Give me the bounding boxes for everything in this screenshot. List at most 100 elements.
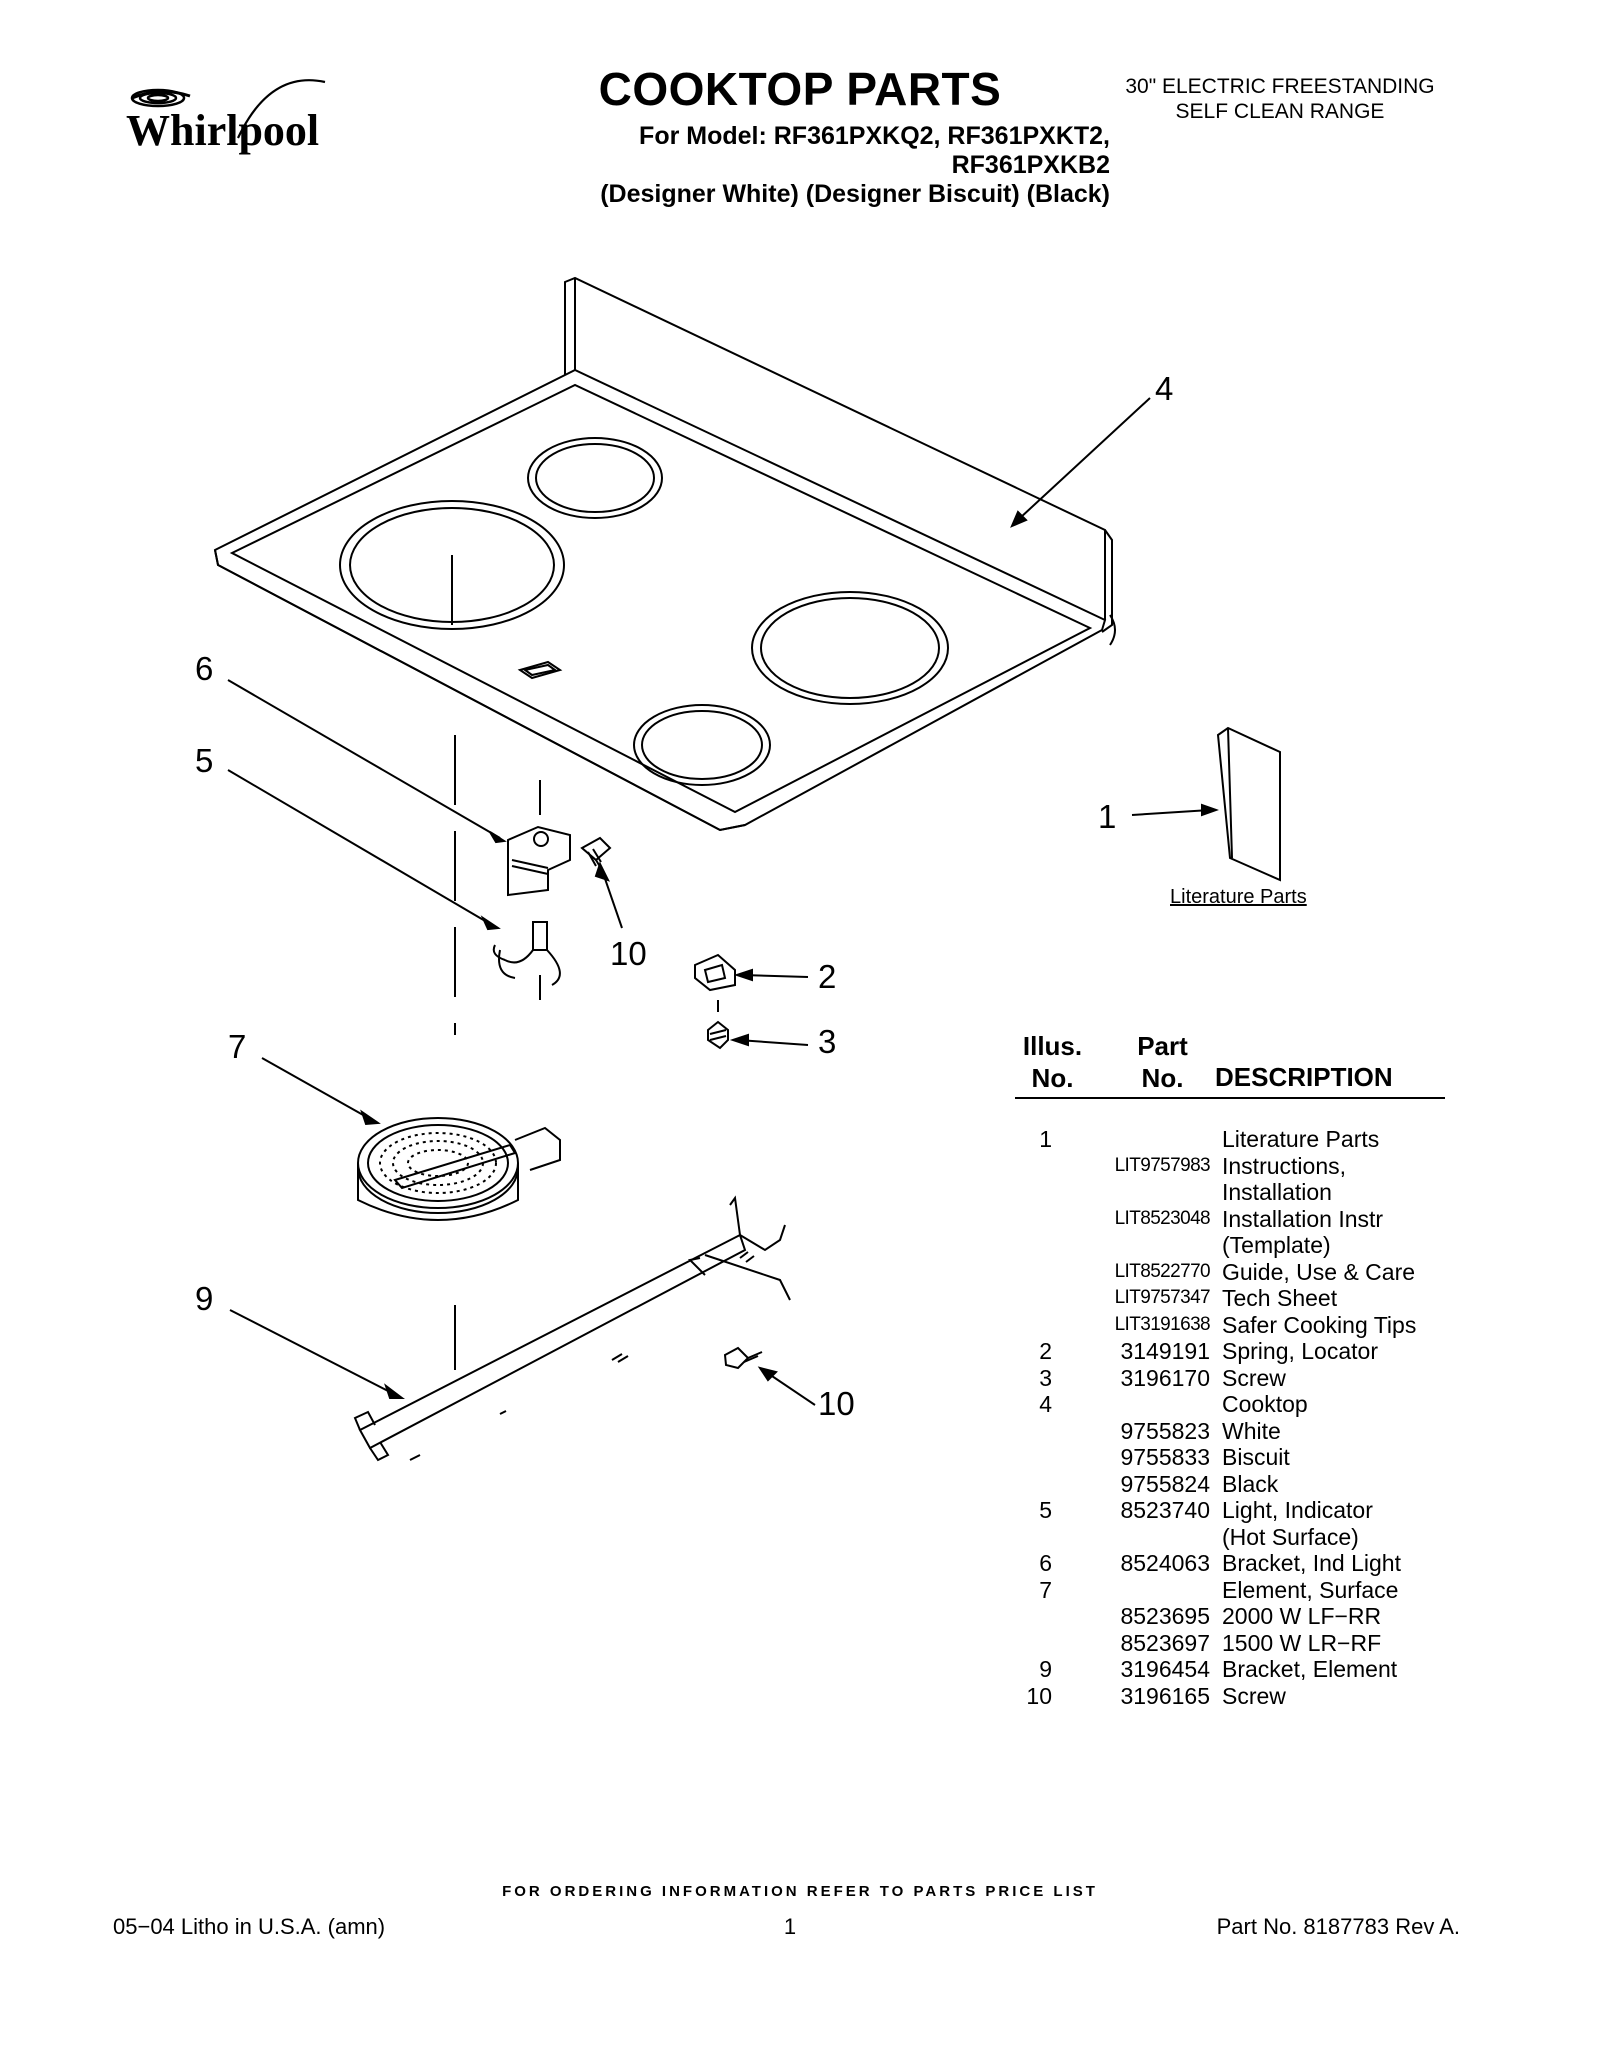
callout-1: 1 bbox=[1098, 798, 1116, 835]
part-number: LIT3191638 bbox=[1114, 1313, 1211, 1335]
model-info: For Model: RF361PXKQ2, RF361PXKT2, RF361… bbox=[490, 122, 1110, 209]
part-number: 3196165 bbox=[1120, 1682, 1210, 1709]
table-row: (Template) bbox=[1010, 1232, 1470, 1259]
illus-number: 10 bbox=[1026, 1682, 1052, 1709]
table-row: 9755833 Biscuit bbox=[1010, 1444, 1470, 1471]
table-row: LIT3191638 Safer Cooking Tips bbox=[1010, 1312, 1470, 1339]
callout-6: 6 bbox=[195, 650, 213, 687]
illus-number: 1 bbox=[1039, 1126, 1052, 1152]
cooktop-part bbox=[213, 276, 1116, 832]
part-description: 2000 W LF−RR bbox=[1222, 1603, 1382, 1629]
part-header-line-2: No. bbox=[1141, 1063, 1184, 1093]
part-description: Element, Surface bbox=[1222, 1576, 1399, 1603]
part-description: Literature Parts bbox=[1222, 1126, 1380, 1152]
range-type-line-1: 30" ELECTRIC FREESTANDING bbox=[1125, 75, 1435, 98]
svg-text:Whirlpool: Whirlpool bbox=[126, 106, 319, 155]
part-description: Light, Indicator bbox=[1222, 1497, 1373, 1523]
literature-parts-label: Literature Parts bbox=[1170, 886, 1307, 908]
illus-number: 3 bbox=[1039, 1364, 1052, 1391]
callout-4: 4 bbox=[1155, 370, 1173, 407]
page-title: COOKTOP PARTS bbox=[598, 63, 1002, 115]
callout-7: 7 bbox=[228, 1028, 246, 1065]
document-part-number: Part No. 8187783 Rev A. bbox=[1216, 1914, 1460, 1939]
part-description: Safer Cooking Tips bbox=[1222, 1311, 1417, 1338]
part-description: Installation bbox=[1222, 1179, 1332, 1205]
literature-parts bbox=[1216, 726, 1281, 882]
callouts: 4 6 5 10 2 3 7 9 10 1 bbox=[195, 370, 1173, 1422]
litho-info: 05−04 Litho in U.S.A. (amn) bbox=[113, 1914, 386, 1939]
part-description: White bbox=[1222, 1417, 1281, 1444]
part-number: 3196454 bbox=[1120, 1656, 1210, 1682]
table-row: 2 3149191 Spring, Locator bbox=[1010, 1338, 1470, 1365]
illus-number: 6 bbox=[1039, 1550, 1052, 1576]
part-number: LIT9757347 bbox=[1114, 1287, 1211, 1308]
part-description: Black bbox=[1222, 1470, 1279, 1497]
part-number: 8523697 bbox=[1120, 1629, 1210, 1656]
table-row: 5 8523740 Light, Indicator bbox=[1010, 1497, 1470, 1524]
part-description: Biscuit bbox=[1222, 1444, 1290, 1470]
table-row: LIT9757347 Tech Sheet bbox=[1010, 1285, 1470, 1312]
indicator-light-bracket bbox=[507, 825, 571, 897]
surface-element bbox=[357, 1117, 561, 1221]
screw-3 bbox=[707, 1020, 729, 1050]
exploded-parts-diagram: 4 6 5 10 2 3 7 9 10 1 bbox=[195, 276, 1281, 1462]
callout-10a: 10 bbox=[610, 935, 647, 972]
part-description: Screw bbox=[1222, 1364, 1286, 1391]
part-number: 3149191 bbox=[1120, 1338, 1210, 1364]
illus-header-line-1: Illus. bbox=[1022, 1031, 1083, 1061]
table-row: (Hot Surface) bbox=[1010, 1524, 1470, 1551]
description-header: DESCRIPTION bbox=[1215, 1062, 1393, 1092]
part-description: Bracket, Ind Light bbox=[1222, 1550, 1401, 1576]
table-row: LIT8523048 Installation Instr bbox=[1010, 1206, 1470, 1233]
part-description: (Template) bbox=[1222, 1232, 1331, 1258]
table-row: 1 Literature Parts bbox=[1010, 1126, 1470, 1153]
callout-3: 3 bbox=[818, 1023, 836, 1060]
callout-2: 2 bbox=[818, 958, 836, 995]
part-description: Tech Sheet bbox=[1222, 1285, 1338, 1311]
callout-5: 5 bbox=[195, 742, 213, 779]
model-line: For Model: RF361PXKQ2, RF361PXKT2, RF361… bbox=[639, 122, 1110, 179]
table-row: LIT9757983 Instructions, bbox=[1010, 1153, 1470, 1180]
table-row: 9 3196454 Bracket, Element bbox=[1010, 1656, 1470, 1683]
table-row: 9755823 White bbox=[1010, 1418, 1470, 1445]
whirlpool-logo: Whirlpool bbox=[126, 79, 326, 155]
part-description: Instructions, bbox=[1222, 1152, 1346, 1179]
part-description: (Hot Surface) bbox=[1222, 1523, 1359, 1550]
assembly-guides bbox=[454, 735, 541, 1365]
illus-number: 2 bbox=[1039, 1338, 1052, 1364]
part-description: Installation Instr bbox=[1222, 1205, 1384, 1232]
part-header-line-1: Part bbox=[1137, 1031, 1188, 1061]
illus-number: 5 bbox=[1039, 1497, 1052, 1523]
leader-lines bbox=[227, 397, 1219, 1406]
illus-no-header: Illus. No. bbox=[1010, 1030, 1095, 1094]
part-number: LIT8522770 bbox=[1114, 1260, 1211, 1282]
illus-number: 4 bbox=[1039, 1391, 1052, 1417]
part-number: LIT9757983 bbox=[1114, 1154, 1211, 1176]
part-description: Spring, Locator bbox=[1222, 1338, 1378, 1364]
part-number: 9755824 bbox=[1120, 1470, 1210, 1497]
part-description: Bracket, Element bbox=[1222, 1656, 1398, 1682]
part-number: 8523740 bbox=[1120, 1497, 1210, 1523]
bracket-element-screw bbox=[723, 1346, 763, 1370]
part-number: 9755823 bbox=[1120, 1417, 1210, 1444]
element-bracket bbox=[353, 1195, 791, 1462]
callout-10b: 10 bbox=[818, 1385, 855, 1422]
ordering-note: FOR ORDERING INFORMATION REFER TO PARTS … bbox=[502, 1883, 1098, 1900]
callout-9: 9 bbox=[195, 1280, 213, 1317]
color-line: (Designer White) (Designer Biscuit) (Bla… bbox=[600, 180, 1110, 208]
illus-number: 9 bbox=[1039, 1656, 1052, 1682]
table-row: 9755824 Black bbox=[1010, 1471, 1470, 1498]
table-row: Installation bbox=[1010, 1179, 1470, 1206]
part-number: 9755833 bbox=[1120, 1444, 1210, 1470]
illus-header-line-2: No. bbox=[1031, 1063, 1074, 1093]
indicator-light bbox=[492, 921, 561, 986]
part-number: LIT8523048 bbox=[1114, 1207, 1211, 1229]
page-number: 1 bbox=[783, 1914, 797, 1939]
